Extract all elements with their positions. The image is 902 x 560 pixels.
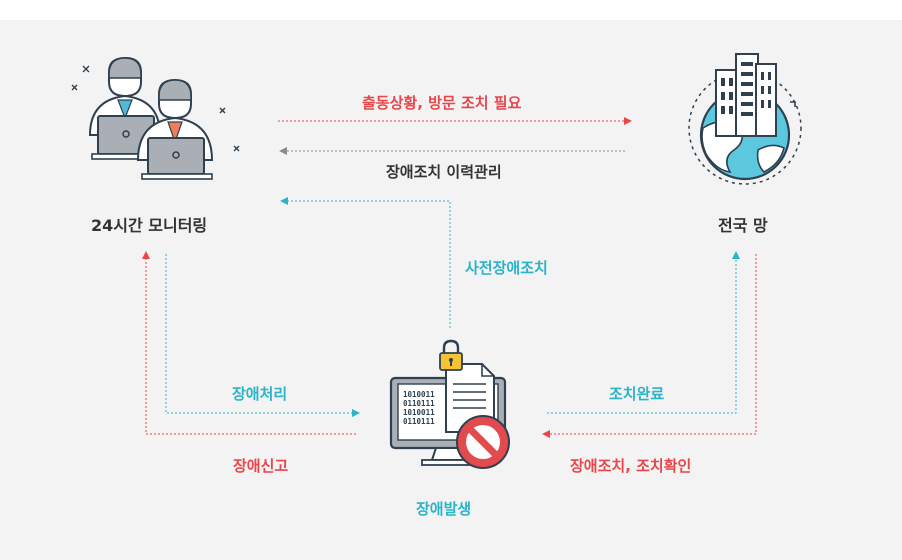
arrow-report	[146, 252, 356, 434]
binary-line-4: 0110111	[403, 417, 435, 426]
node-incident-label: 장애발생	[416, 498, 471, 519]
node-monitoring-label: 24시간 모니터링	[91, 212, 207, 236]
label-completed: 조치완료	[609, 383, 664, 404]
label-history: 장애조치 이력관리	[386, 161, 502, 182]
label-confirm: 장애조치, 조치확인	[570, 455, 691, 476]
label-report: 장애신고	[233, 455, 288, 476]
label-handling: 장애처리	[232, 383, 287, 404]
label-preventive: 사전장애조치	[465, 257, 548, 278]
network-globe-icon	[689, 54, 801, 184]
node-network-label: 전국 망	[718, 212, 768, 236]
binary-line-3: 1010011	[403, 408, 435, 417]
monitoring-operators-icon	[72, 58, 239, 179]
binary-line-1: 1010011	[403, 390, 435, 399]
no-entry-icon	[457, 416, 509, 468]
arrow-preventive	[281, 201, 450, 328]
label-dispatch: 출동상황, 방문 조치 필요	[362, 92, 521, 113]
arrow-confirm	[543, 254, 756, 434]
binary-line-2: 0110111	[403, 399, 435, 408]
incident-computer-icon: 1010011 0110111 1010011 0110111	[391, 341, 509, 468]
